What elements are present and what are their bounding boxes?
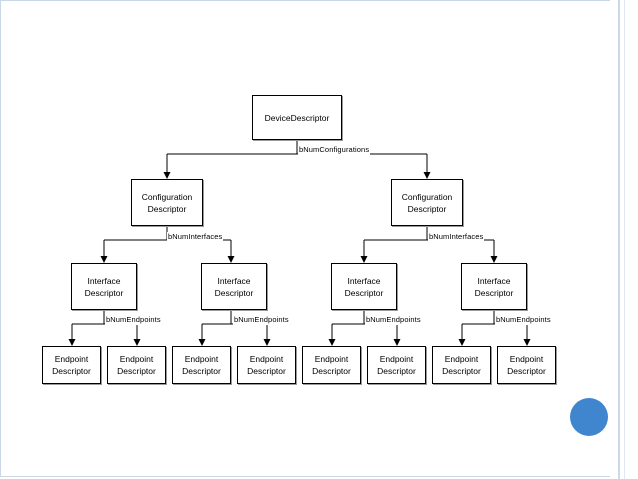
arrowhead-config-1 xyxy=(163,172,171,179)
endpoint-descriptor-node-1: Endpoint Descriptor xyxy=(42,346,101,384)
endpoint-descriptor-node-6: Endpoint Descriptor xyxy=(367,346,426,384)
arrowhead-endpoint-7 xyxy=(458,339,466,346)
edge-label-bnumendpoints-2: bNumEndpoints xyxy=(233,315,290,325)
endpoint-descriptor-node-8: Endpoint Descriptor xyxy=(497,346,556,384)
endpoint-descriptor-node-4: Endpoint Descriptor xyxy=(237,346,296,384)
edge-label-bnumconfigurations: bNumConfigurations xyxy=(298,145,371,155)
edge-label-bnumendpoints-4: bNumEndpoints xyxy=(495,315,552,325)
side-accent-line xyxy=(618,0,620,479)
edge-label-bnumendpoints-3: bNumEndpoints xyxy=(365,315,422,325)
arrowhead-endpoint-8 xyxy=(523,339,531,346)
edge-label-bnumendpoints-1: bNumEndpoints xyxy=(105,315,162,325)
endpoint-descriptor-node-7: Endpoint Descriptor xyxy=(432,346,491,384)
arrowhead-endpoint-3 xyxy=(198,339,206,346)
arrowhead-endpoint-5 xyxy=(328,339,336,346)
arrowhead-endpoint-4 xyxy=(263,339,271,346)
configuration-descriptor-node-1: Configuration Descriptor xyxy=(131,179,203,226)
interface-descriptor-node-2: Interface Descriptor xyxy=(201,263,267,310)
interface-descriptor-node-3: Interface Descriptor xyxy=(331,263,397,310)
arrowhead-interface-4 xyxy=(490,256,498,263)
arrowhead-endpoint-1 xyxy=(68,339,76,346)
endpoint-descriptor-node-3: Endpoint Descriptor xyxy=(172,346,231,384)
interface-descriptor-node-1: Interface Descriptor xyxy=(71,263,137,310)
arrowhead-endpoint-6 xyxy=(393,339,401,346)
device-descriptor-node: DeviceDescriptor xyxy=(252,95,342,140)
interface-descriptor-node-4: Interface Descriptor xyxy=(461,263,527,310)
edge-label-bnuminterfaces-right: bNumInterfaces xyxy=(428,232,485,242)
arrowhead-interface-1 xyxy=(100,256,108,263)
side-accent-line-thin xyxy=(624,0,625,479)
arrowhead-config-2 xyxy=(423,172,431,179)
arrowhead-interface-3 xyxy=(360,256,368,263)
configuration-descriptor-node-2: Configuration Descriptor xyxy=(391,179,463,226)
endpoint-descriptor-node-5: Endpoint Descriptor xyxy=(302,346,361,384)
arrowhead-endpoint-2 xyxy=(133,339,141,346)
endpoint-descriptor-node-2: Endpoint Descriptor xyxy=(107,346,166,384)
slide-accent-circle xyxy=(570,398,608,436)
arrowhead-interface-2 xyxy=(227,256,235,263)
edge-label-bnuminterfaces-left: bNumInterfaces xyxy=(167,232,224,242)
